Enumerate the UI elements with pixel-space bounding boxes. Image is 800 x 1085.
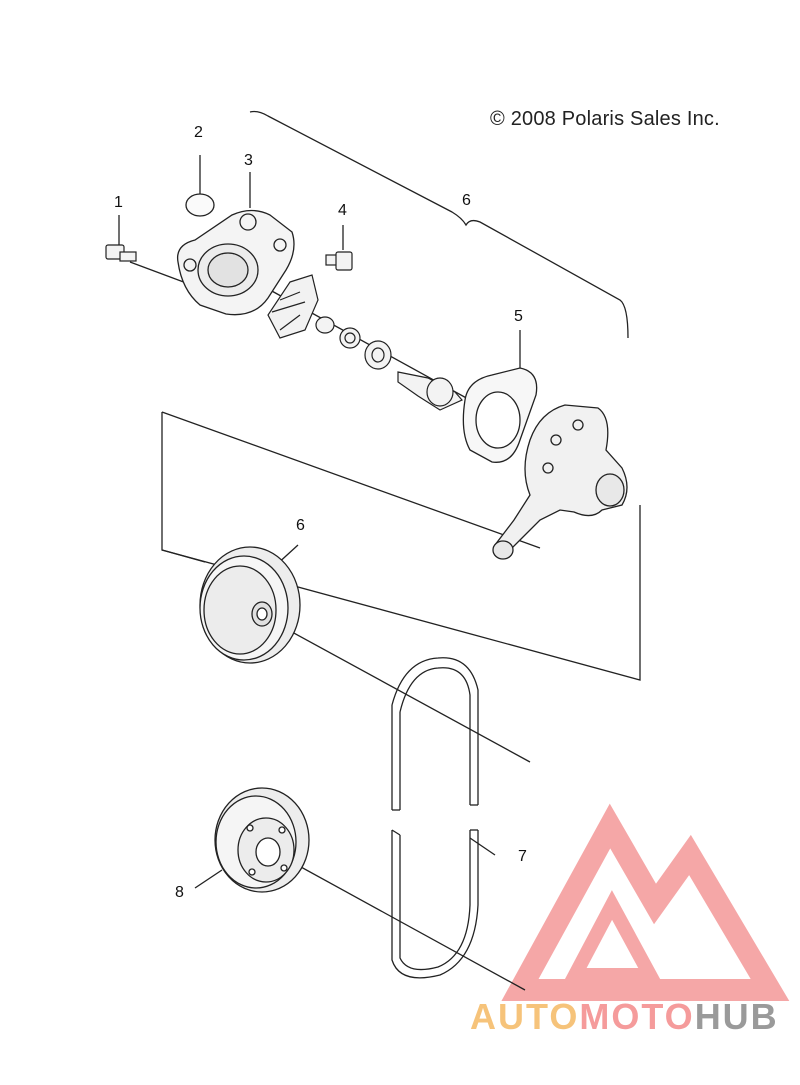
impeller	[267, 274, 319, 339]
callout-6-top: 6	[462, 192, 471, 209]
callout-2: 2	[194, 124, 203, 141]
watermark-part2: MOTO	[579, 996, 695, 1037]
bolt-part-1	[105, 244, 137, 262]
copyright-text: © 2008 Polaris Sales Inc.	[490, 108, 720, 130]
pump-body	[492, 404, 628, 560]
bolt-part-4	[325, 251, 353, 271]
callout-5: 5	[514, 308, 523, 325]
seals	[315, 316, 392, 370]
pump-shaft	[397, 371, 463, 411]
drive-belt-part-7	[391, 657, 479, 979]
watermark-part3: HUB	[694, 996, 779, 1037]
upper-pulley-part-6	[199, 546, 301, 664]
callout-3: 3	[244, 152, 253, 169]
callout-6-pulley: 6	[296, 517, 305, 534]
watermark-logo	[501, 803, 790, 1001]
lower-pulley-part-8	[214, 787, 310, 893]
bracket-line	[249, 110, 629, 339]
watermark-part1: AUTO	[470, 996, 580, 1037]
callout-1: 1	[114, 194, 123, 211]
oring-part-2	[185, 193, 215, 217]
pump-cover-part-3	[176, 209, 295, 316]
callout-8: 8	[175, 884, 184, 901]
callout-7: 7	[518, 848, 527, 865]
gasket-part-5	[462, 367, 538, 463]
watermark-text: AUTOMOTOHUB	[470, 996, 779, 1038]
callout-4: 4	[338, 202, 347, 219]
